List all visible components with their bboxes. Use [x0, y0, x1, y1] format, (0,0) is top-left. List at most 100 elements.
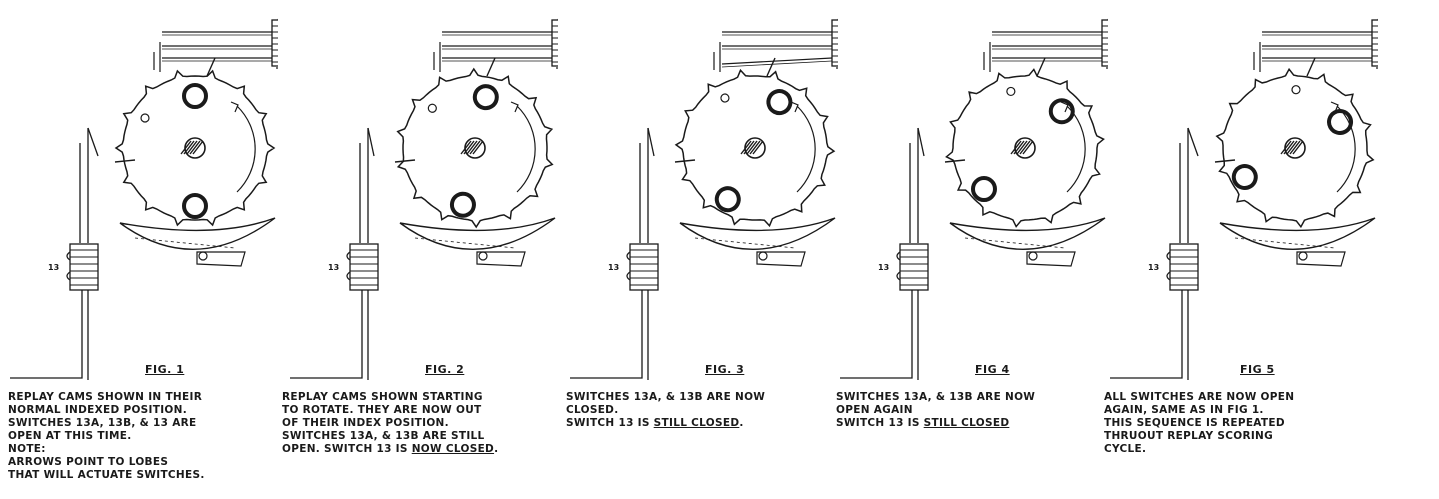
- caption-line: SWITCHES 13A, & 13B ARE NOW: [566, 391, 766, 403]
- figure-2-label: FIG. 2: [425, 363, 465, 376]
- figure-5-label: FIG 5: [1240, 363, 1275, 376]
- lower-cam-dashes: [694, 237, 796, 249]
- cam-hole: [1327, 109, 1354, 135]
- caption-line: CYCLE.: [1104, 443, 1147, 455]
- rotation-arrow: [516, 105, 536, 193]
- lower-bracket-edge: [1187, 290, 1189, 380]
- lower-cam-pin: [1298, 251, 1308, 261]
- figure-4-caption: SWITCHES 13A, & 13B ARE NOW OPEN AGAIN S…: [836, 391, 1035, 430]
- caption-line: SWITCHES 13A, & 13B ARE NOW: [836, 391, 1036, 403]
- cam-hub-hatch: [752, 140, 764, 155]
- lobe-pointer-left: [944, 159, 966, 163]
- switch-13-actuator: [87, 127, 99, 157]
- caption-line: OPEN. SWITCH 13 IS NOW CLOSED.: [282, 443, 498, 456]
- cam-hole: [182, 83, 208, 109]
- lower-cam-tab: [756, 251, 806, 267]
- cam-hub-hatch: [740, 140, 752, 155]
- lower-cam: [679, 217, 836, 250]
- cam-hub-hatch: [743, 140, 755, 155]
- caption-text: SWITCH 13 IS: [566, 417, 650, 429]
- cam-holes: [970, 86, 1075, 203]
- figure-3-panel: 13B13A13 FIG. 3 SWITCHES 13A, & 13B ARE …: [560, 0, 838, 499]
- caption-line: OPEN AT THIS TIME.: [8, 430, 132, 442]
- switch-13-blades: [359, 128, 369, 243]
- switch-contacts: [713, 42, 721, 72]
- switch-blade-edge: [721, 60, 833, 68]
- cam-hole: [1006, 86, 1016, 97]
- cam-hub-hatch: [1286, 140, 1298, 155]
- replay-cam: [396, 67, 554, 229]
- caption-text: SWITCH 13 IS: [836, 417, 920, 429]
- lobe-pointer-left: [1214, 159, 1236, 163]
- caption-line: REPLAY CAMS SHOWN STARTING: [282, 391, 483, 403]
- lower-bracket-edge: [647, 290, 649, 380]
- cam-hub-hatch: [1022, 140, 1034, 155]
- lower-bracket-edge: [917, 290, 919, 380]
- caption-line: SWITCHES 13A, & 13B ARE STILL: [282, 430, 485, 442]
- cam-hole: [720, 93, 730, 103]
- cam-hole: [1048, 98, 1075, 125]
- caption-line: NORMAL INDEXED POSITION.: [8, 404, 188, 416]
- caption-line: CLOSED.: [566, 404, 619, 416]
- lower-cam-dashes: [134, 237, 236, 249]
- caption-line: TO ROTATE. THEY ARE NOW OUT: [282, 404, 482, 416]
- cam-hole: [766, 89, 793, 116]
- caption-line: NOTE:: [8, 443, 46, 455]
- cam-hub-hatch: [1010, 140, 1022, 155]
- cam-hub-hatch: [180, 140, 192, 155]
- switch-13-blades: [79, 128, 89, 243]
- cam-hole: [140, 113, 150, 123]
- cam-hub-hatch: [1016, 140, 1028, 155]
- switch-13-actuator: [647, 127, 655, 157]
- replay-cam: [945, 68, 1105, 228]
- lower-bracket: [1110, 290, 1183, 379]
- figure-1-drawing: 13B13A13: [10, 18, 278, 380]
- switch-contacts: [983, 42, 991, 72]
- switch-stack-upper: [1101, 19, 1108, 67]
- lower-cam: [119, 217, 276, 250]
- rotation-arrow-head: [230, 101, 239, 113]
- switch-13-label: 13: [1148, 263, 1159, 272]
- cam-hole: [182, 193, 208, 219]
- caption-line: REPLAY CAMS SHOWN IN THEIR: [8, 391, 203, 403]
- figure-5-caption: ALL SWITCHES ARE NOW OPEN AGAIN, SAME AS…: [1104, 391, 1294, 456]
- figure-3-drawing: 13B13A13: [570, 18, 838, 380]
- cam-hub-hatch: [1292, 140, 1304, 155]
- lower-cam-tab: [1296, 251, 1346, 267]
- rotation-arrow-head: [1060, 101, 1069, 113]
- rotation-arrow: [1066, 105, 1086, 193]
- switch-13-label: 13: [608, 263, 619, 272]
- cam-hub-hatch: [469, 140, 481, 155]
- caption-line: THIS SEQUENCE IS REPEATED: [1104, 417, 1285, 429]
- caption-text: OPEN. SWITCH 13 IS: [282, 443, 408, 455]
- lower-cam-pin: [198, 251, 208, 261]
- switch-13-stack: [349, 243, 379, 291]
- figure-2-panel: 13B13A13 FIG. 2 REPLAY CAMS SHOWN STARTI…: [280, 0, 558, 499]
- cam-hub-hatch: [1289, 140, 1301, 155]
- cam-hub-hatch: [466, 140, 478, 155]
- rotation-arrow: [796, 105, 816, 193]
- figure-1-panel: 13B13A13 FIG. 1 REPLAY CAMS SHOWN IN THE…: [0, 0, 278, 499]
- switch-13-stack: [899, 243, 929, 291]
- switch-contacts: [433, 42, 441, 72]
- cam-hub-hatch: [1283, 140, 1295, 155]
- cam-hub-hatch: [186, 140, 198, 155]
- lower-cam-tab: [476, 251, 526, 267]
- cam-hole: [449, 191, 476, 218]
- figure-4-drawing: 13B13A13: [840, 18, 1108, 380]
- cam-hole: [714, 186, 741, 213]
- figure-3-caption: SWITCHES 13A, & 13B ARE NOW CLOSED. SWIT…: [566, 391, 765, 430]
- caption-line: OPEN AGAIN: [836, 404, 913, 416]
- caption-line: THRUOUT REPLAY SCORING: [1104, 430, 1274, 442]
- lower-cam-dashes: [414, 237, 516, 249]
- switch-13-screws: [896, 251, 901, 281]
- cam-hub-hatch: [189, 140, 201, 155]
- figure-2-drawing: 13B13A13: [290, 18, 558, 380]
- cam-hole: [1291, 85, 1301, 95]
- lobe-pointer-top: [1036, 57, 1046, 77]
- caption-emphasis: STILL CLOSED: [653, 417, 740, 429]
- cam-hub-hatch: [463, 140, 475, 155]
- lobe-pointer-left: [114, 159, 136, 163]
- switch-contacts: [153, 42, 161, 72]
